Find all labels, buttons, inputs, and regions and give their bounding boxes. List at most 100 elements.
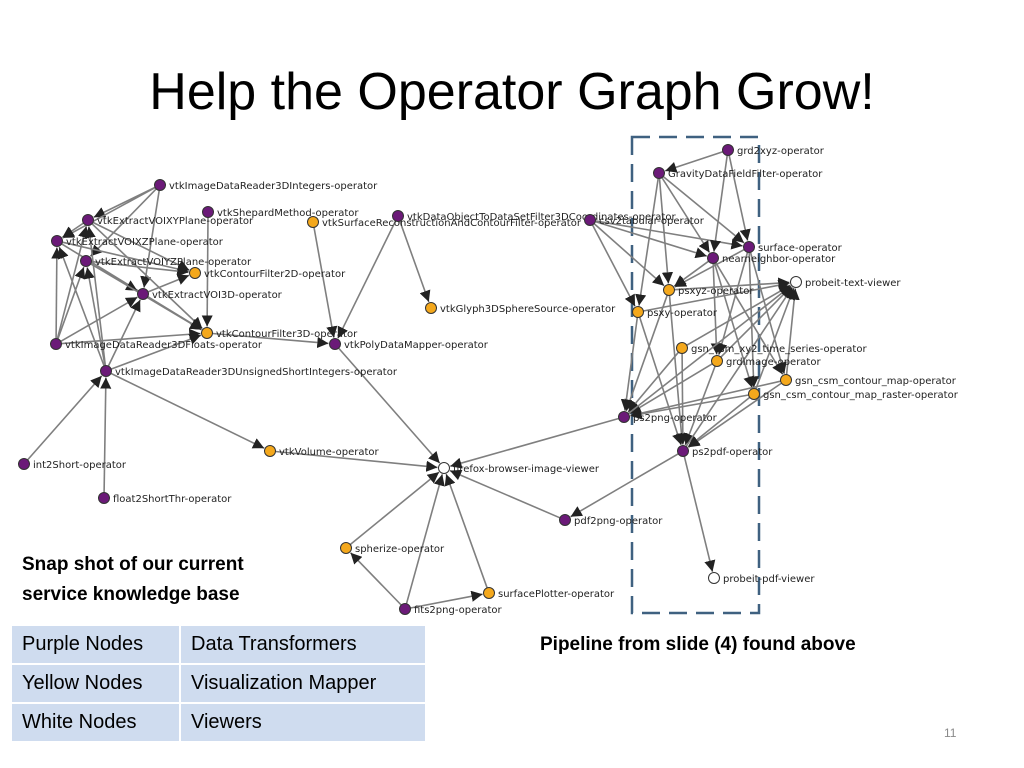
graph-edge xyxy=(728,155,751,241)
graph-edge xyxy=(638,316,683,446)
node-label: float2ShortThr-operator xyxy=(113,494,232,505)
graph-edge xyxy=(747,252,760,388)
node-dot xyxy=(438,462,450,474)
graph-edge xyxy=(785,288,800,375)
graph-node-purple: nearneighbor-operator xyxy=(707,252,836,265)
node-label: grd2xyz-operator xyxy=(737,146,825,157)
node-dot xyxy=(790,276,802,288)
graph-node-purple: csv2tabular-operator xyxy=(584,214,705,227)
node-dot xyxy=(676,342,688,354)
graph-node-yellow: vtkContourFilter3D-operator xyxy=(201,327,358,340)
graph-edge xyxy=(201,217,213,327)
graph-node-white: probeit-pdf-viewer xyxy=(708,572,815,585)
node-label: spherize-operator xyxy=(355,544,445,555)
graph-edge xyxy=(720,286,792,358)
node-dot xyxy=(708,572,720,584)
graph-node-yellow: gsn_csm_contour_map-operator xyxy=(780,374,957,387)
node-dot xyxy=(137,288,149,300)
graph-edge xyxy=(337,347,441,464)
node-dot xyxy=(201,327,213,339)
graph-node-purple: grd2xyz-operator xyxy=(722,144,825,157)
node-dot xyxy=(743,241,755,253)
graph-node-purple: vtkImageDataReader3DIntegers-operator xyxy=(154,179,378,192)
graph-node-yellow: vtkSurfaceReconstructionAndContourFilter… xyxy=(307,216,582,229)
graph-edge xyxy=(687,382,782,448)
graph-edge xyxy=(630,380,781,419)
graph-edge xyxy=(337,220,397,339)
graph-node-yellow: psxy-operator xyxy=(632,306,718,319)
graph-edge xyxy=(673,260,710,287)
graph-edge xyxy=(107,299,141,367)
nodes-layer: vtkImageDataReader3DIntegers-operator vtk… xyxy=(18,144,959,616)
node-label: surfacePlotter-operator xyxy=(498,589,615,600)
node-label: GravityDataFieldFilter-operator xyxy=(668,169,823,180)
graph-node-yellow: psxyz-operator xyxy=(663,284,754,297)
graph-edge xyxy=(110,372,265,449)
graph-node-purple: vtkDataObjectToDataSetFilter3DCoordinate… xyxy=(392,210,676,223)
graph-node-purple: vtkExtractVOI3D-operator xyxy=(137,288,283,301)
node-label: psxyz-operator xyxy=(678,286,754,297)
graph-edge xyxy=(84,226,107,366)
graph-edge xyxy=(684,365,716,446)
legend-row: Purple Nodes Data Transformers xyxy=(10,624,427,665)
graph-node-yellow: grdimage-operator xyxy=(711,355,821,368)
legend-meaning: Visualization Mapper xyxy=(179,663,427,704)
node-dot xyxy=(50,338,62,350)
graph-edge xyxy=(630,394,749,420)
graph-edge xyxy=(593,223,665,287)
graph-edge xyxy=(147,296,202,331)
graph-node-purple: ps2pdf-operator xyxy=(677,445,773,458)
graph-edge xyxy=(58,246,105,367)
legend-meaning: Viewers xyxy=(179,702,427,743)
node-dot xyxy=(722,144,734,156)
node-label: vtkExtractVOIXYPlane-operator xyxy=(97,216,254,227)
node-label: pdf2png-operator xyxy=(574,516,663,527)
node-dot xyxy=(189,267,201,279)
graph-edge xyxy=(100,377,112,493)
node-label: ps2png-operator xyxy=(633,413,718,424)
legend-row: Yellow Nodes Visualization Mapper xyxy=(10,663,427,704)
node-dot xyxy=(483,587,495,599)
graph-node-purple: vtkImageDataReader3DFloats-operator xyxy=(50,338,263,351)
graph-edge xyxy=(635,178,659,306)
graph-edge xyxy=(595,220,708,259)
node-dot xyxy=(663,284,675,296)
graph-edge xyxy=(61,328,201,345)
graph-edge xyxy=(668,295,688,445)
node-dot xyxy=(399,603,411,615)
graph-node-yellow: vtkGlyph3DSphereSource-operator xyxy=(425,302,616,315)
graph-edge xyxy=(755,287,796,390)
node-label: vtkGlyph3DSphereSource-operator xyxy=(440,304,616,315)
caption-line-1: Snap shot of our current xyxy=(22,554,244,575)
graph-edge xyxy=(674,277,790,291)
graph-edge xyxy=(92,221,190,271)
node-dot xyxy=(264,445,276,457)
node-dot xyxy=(748,388,760,400)
graph-node-purple: fits2png-operator xyxy=(399,603,503,616)
legend-row: White Nodes Viewers xyxy=(10,702,427,743)
node-label: vtkSurfaceReconstructionAndContourFilter… xyxy=(322,218,582,229)
node-dot xyxy=(584,214,596,226)
graph-edge xyxy=(624,294,668,412)
graph-edge xyxy=(399,220,431,303)
node-dot xyxy=(100,365,112,377)
node-label: gsn_csm_contour_map-operator xyxy=(795,376,957,387)
graph-edge xyxy=(710,263,722,355)
graph-edge xyxy=(683,456,716,572)
graph-edge xyxy=(627,285,792,415)
graph-edge xyxy=(716,252,749,355)
legend-kind: Purple Nodes xyxy=(10,624,181,665)
node-dot xyxy=(677,445,689,457)
graph-edge xyxy=(91,260,189,277)
graph-edge xyxy=(570,453,679,518)
graph-edge xyxy=(275,450,438,472)
graph-edge xyxy=(313,227,338,338)
node-dot xyxy=(425,302,437,314)
graph-edge xyxy=(662,175,745,244)
node-label: vtkExtractVOIXZPlane-operator xyxy=(66,237,224,248)
graph-edge xyxy=(444,473,488,589)
node-dot xyxy=(98,492,110,504)
graph-node-purple: vtkPolyDataMapper-operator xyxy=(329,338,489,351)
graph-edge xyxy=(89,188,157,257)
